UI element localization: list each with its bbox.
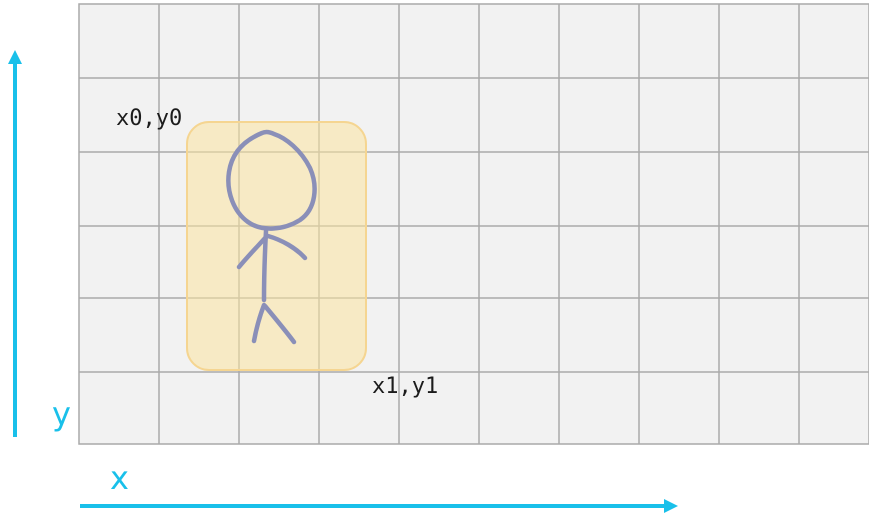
- x-axis-arrowhead: [664, 499, 678, 513]
- stick-figure-icon: [226, 129, 317, 345]
- y-axis-arrowhead: [8, 50, 22, 64]
- figure-head: [226, 129, 317, 231]
- x-axis-label: x: [110, 459, 129, 497]
- figure-left-arm: [236, 234, 269, 270]
- bounding-box: [186, 121, 367, 371]
- grid-lines: [79, 4, 869, 444]
- label-bottom-right-corner: x1,y1: [372, 374, 438, 399]
- y-axis-label: y: [52, 395, 71, 433]
- figure-right-arm: [265, 233, 308, 261]
- y-axis-arrow: [8, 50, 22, 437]
- figure-left-leg: [251, 302, 267, 344]
- figure-right-leg: [262, 303, 297, 345]
- label-top-left-corner: x0,y0: [116, 106, 182, 131]
- x-axis-arrow: [80, 499, 678, 513]
